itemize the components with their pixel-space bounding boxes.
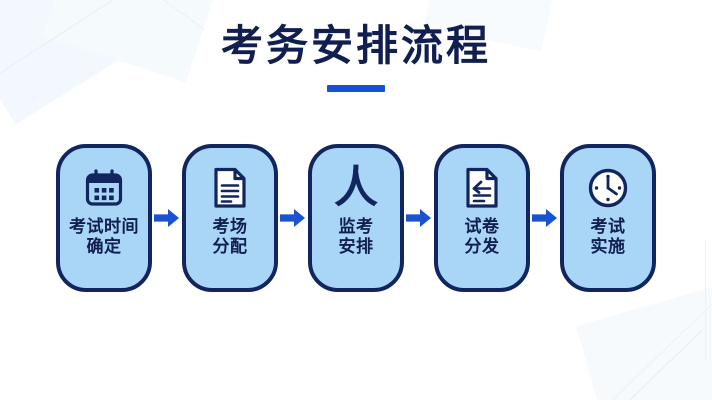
document-lines-icon (211, 165, 249, 211)
person-glyph: 人 (334, 161, 378, 213)
flow-step-4[interactable]: 试卷 分发 (434, 143, 530, 292)
flow-step-3-line2: 安排 (338, 237, 374, 258)
flow-step-5-line2: 实施 (590, 237, 626, 258)
flow-step-3-label: 监考 安排 (339, 217, 374, 258)
page-title: 考务安排流程 (220, 21, 491, 70)
arrow-right-icon-2 (278, 144, 308, 292)
flow-step-5-label: 考试 实施 (591, 217, 626, 258)
header: 考务安排流程 (0, 21, 712, 93)
flow-step-4-label: 试卷 分发 (465, 217, 500, 258)
flow-step-5[interactable]: 考试 实施 (560, 143, 656, 292)
arrow-right-icon-4 (530, 144, 560, 292)
document-check-icon (463, 165, 501, 211)
arrow-right-icon-3 (404, 144, 434, 292)
flow-step-2-line2: 分配 (212, 237, 248, 258)
clock-icon (587, 165, 629, 211)
flow-step-1-line2: 确定 (86, 237, 122, 258)
flow-step-2[interactable]: 考场 分配 (182, 143, 278, 292)
process-flow: 考试时间 确定 考场 分配 (0, 140, 712, 295)
flow-step-4-line1: 试卷 (464, 216, 500, 237)
flow-step-1-label: 考试时间 确定 (69, 217, 139, 258)
calendar-icon (84, 165, 124, 211)
bg-line-bottom-right (594, 329, 704, 400)
flow-step-2-label: 考场 分配 (213, 217, 248, 258)
person-icon: 人 (334, 165, 378, 211)
flow-step-1-line1: 考试时间 (69, 216, 139, 237)
title-underline (327, 85, 385, 93)
arrow-right-icon-1 (152, 144, 182, 292)
flow-step-4-line2: 分发 (464, 237, 500, 258)
bg-line-bottom-right-2 (612, 295, 712, 400)
bg-shape-bottom-right (575, 279, 712, 400)
flow-step-5-line1: 考试 (590, 216, 626, 237)
flow-step-3-line1: 监考 (338, 216, 374, 237)
flow-step-2-line1: 考场 (212, 216, 248, 237)
flow-step-1[interactable]: 考试时间 确定 (56, 143, 152, 292)
flow-step-3[interactable]: 人 监考 安排 (308, 143, 404, 292)
